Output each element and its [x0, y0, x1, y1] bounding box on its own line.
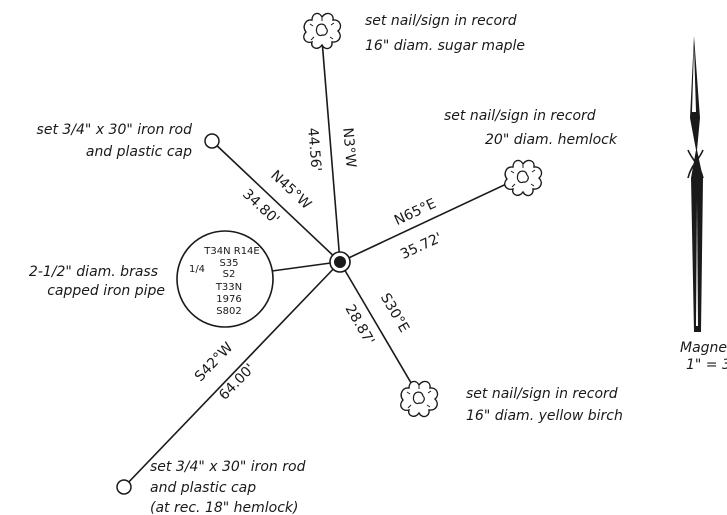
monument-label-line-1: 2-1/2" diam. brass — [29, 264, 158, 280]
southeast-label-line-2: 16" diam. yellow birch — [466, 408, 623, 424]
tree-hemlock — [504, 159, 543, 197]
monument-center-dot — [334, 256, 346, 268]
tie-line-north — [321, 39, 341, 263]
tie-line-northeast — [339, 178, 518, 263]
tie-line-southwest — [123, 261, 341, 488]
southwest-label-line-3: (at rec. 18" hemlock) — [150, 500, 299, 515]
monument-leader-line — [271, 261, 339, 272]
northwest-bearing: N45°W — [267, 167, 314, 212]
plate-line-5: T33N — [215, 282, 242, 293]
tie-line-northwest — [211, 140, 341, 263]
tree-sugar-maple — [303, 12, 342, 50]
plate-line-1: T34N R14E — [203, 246, 259, 257]
tie-line-southeast — [339, 261, 418, 394]
plate-line-7: S802 — [216, 306, 241, 317]
north-label-line-2: 16" diam. sugar maple — [365, 38, 525, 54]
monument-label-line-2: capped iron pipe — [47, 283, 165, 299]
northeast-distance: 35.72' — [398, 230, 445, 263]
southeast-distance: 28.87' — [342, 302, 378, 348]
northeast-label-line-1: set nail/sign in record — [444, 108, 596, 124]
map-scale-label: 1" = 30' — [686, 357, 727, 373]
southwest-label-line-1: set 3/4" x 30" iron rod — [150, 459, 306, 475]
plate-line-4: S2 — [223, 269, 236, 280]
southwest-distance: 64.00' — [216, 361, 258, 404]
plate-line-2: 1/4 — [189, 264, 205, 275]
southeast-label-line-1: set nail/sign in record — [466, 386, 618, 402]
northwest-distance: 34.80' — [239, 186, 282, 228]
northeast-bearing: N65°E — [392, 196, 439, 229]
plate-line-6: 1976 — [216, 294, 241, 305]
northwest-label-line-1: set 3/4" x 30" iron rod — [37, 122, 193, 138]
southwest-label-line-2: and plastic cap — [150, 480, 256, 496]
northeast-label-line-2: 20" diam. hemlock — [485, 132, 618, 148]
plate-line-3: S35 — [219, 258, 238, 269]
northwest-label-line-2: and plastic cap — [86, 144, 192, 160]
iron-rod-southwest — [116, 479, 132, 495]
north-arrow-label: Magnetic — [680, 340, 727, 356]
brass-cap-plate — [176, 230, 274, 328]
tree-yellow-birch — [400, 380, 439, 418]
north-bearing: N3°W — [339, 127, 358, 169]
north-arrow-icon — [687, 36, 704, 332]
north-distance: 44.56' — [304, 127, 324, 172]
southeast-bearing: S30°E — [377, 291, 412, 336]
north-label-line-1: set nail/sign in record — [365, 13, 517, 29]
iron-rod-northwest — [204, 133, 220, 149]
